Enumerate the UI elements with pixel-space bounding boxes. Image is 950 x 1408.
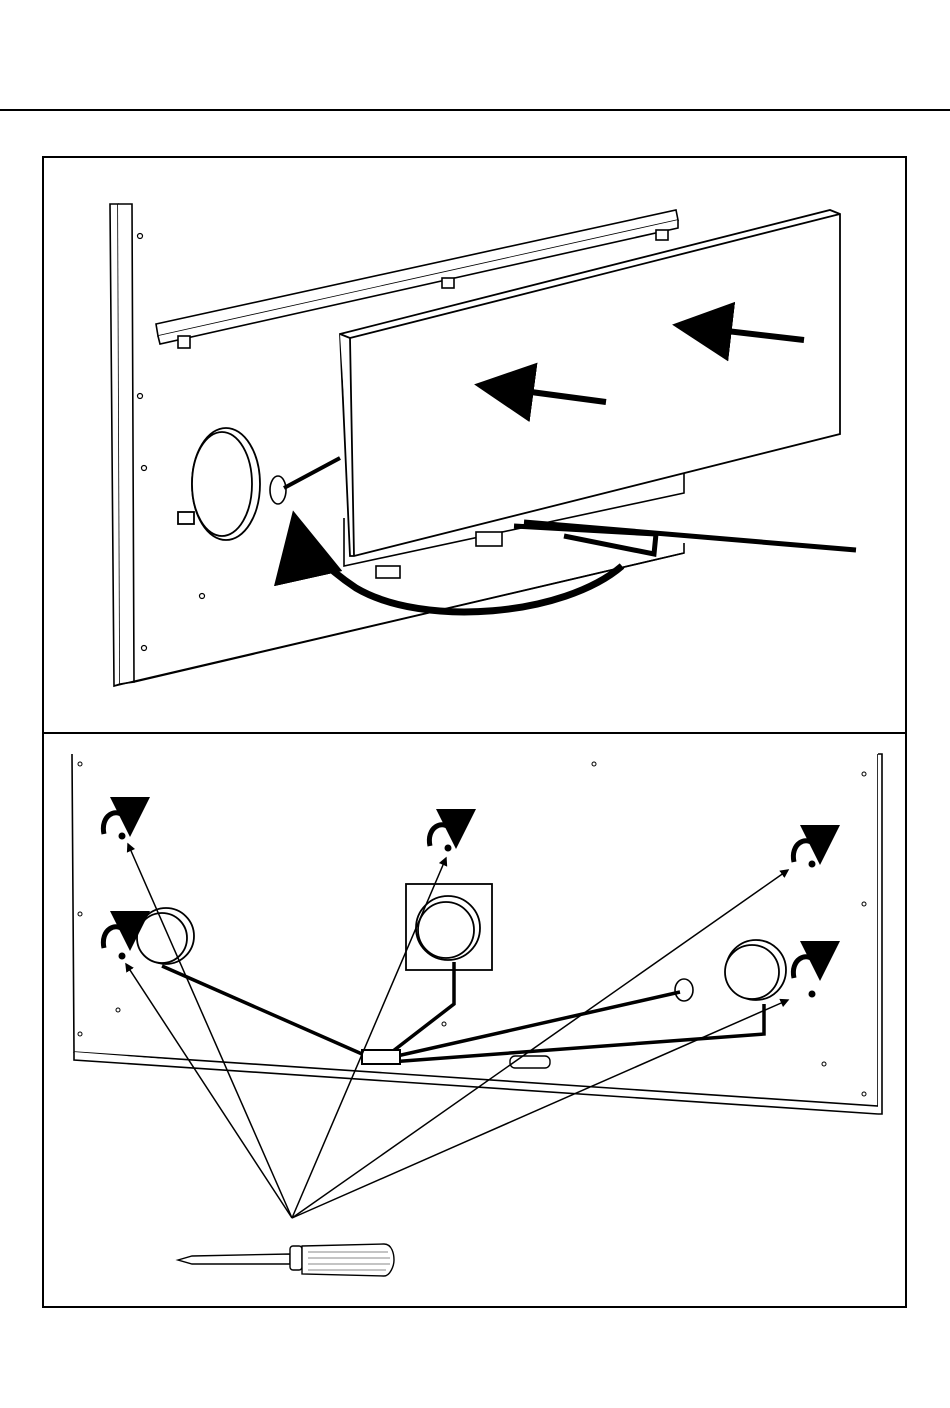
cable: [284, 458, 340, 488]
figure-step-1: [42, 156, 907, 734]
cable-hole: [270, 476, 286, 504]
screwdriver-icon: [178, 1244, 394, 1276]
power-cord: [514, 522, 856, 554]
center-fitting: [406, 884, 492, 970]
right-fitting: [725, 940, 786, 1000]
cord-slot: [510, 1056, 550, 1068]
cable-hole: [675, 979, 693, 1001]
frame-screw-holes: [138, 234, 207, 651]
connector-block: [362, 1050, 400, 1064]
step-2-illustration: [44, 734, 905, 1306]
figure-step-2: [42, 732, 907, 1308]
step-1-illustration: [44, 158, 905, 732]
header-rule: [0, 109, 950, 111]
round-fitting: [178, 428, 260, 540]
left-fitting: [137, 908, 194, 964]
